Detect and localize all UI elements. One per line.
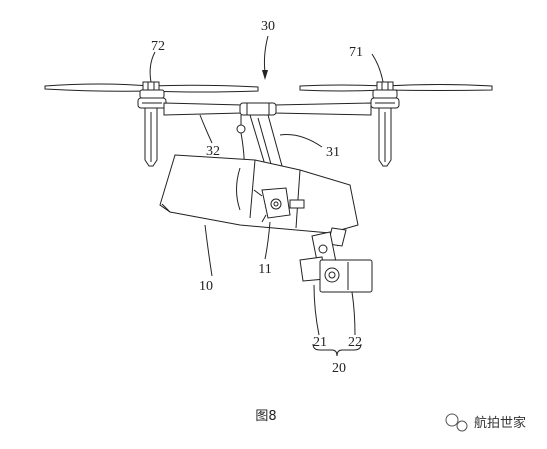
label-71: 71: [349, 45, 363, 60]
right-motor-arm: [370, 89, 400, 167]
left-propeller: [44, 81, 259, 93]
label-10: 10: [199, 279, 213, 294]
watermark-text: 航拍世家: [474, 415, 526, 431]
joint-11: [253, 187, 291, 223]
label-30: 30: [261, 19, 275, 34]
left-motor-arm: [137, 89, 167, 167]
label-20: 20: [332, 361, 346, 376]
gimbal-assembly-20: [299, 227, 373, 293]
label-31: 31: [326, 145, 340, 160]
wechat-icon: [445, 413, 468, 432]
watermark: 航拍世家: [445, 413, 526, 432]
label-22: 22: [348, 335, 362, 350]
label-21: 21: [313, 335, 327, 350]
label-72: 72: [151, 39, 165, 54]
leader-lines: [149, 35, 384, 357]
main-arm: [163, 102, 372, 116]
label-11: 11: [258, 262, 271, 277]
figure-caption: 图8: [255, 409, 276, 424]
label-32: 32: [206, 144, 220, 159]
